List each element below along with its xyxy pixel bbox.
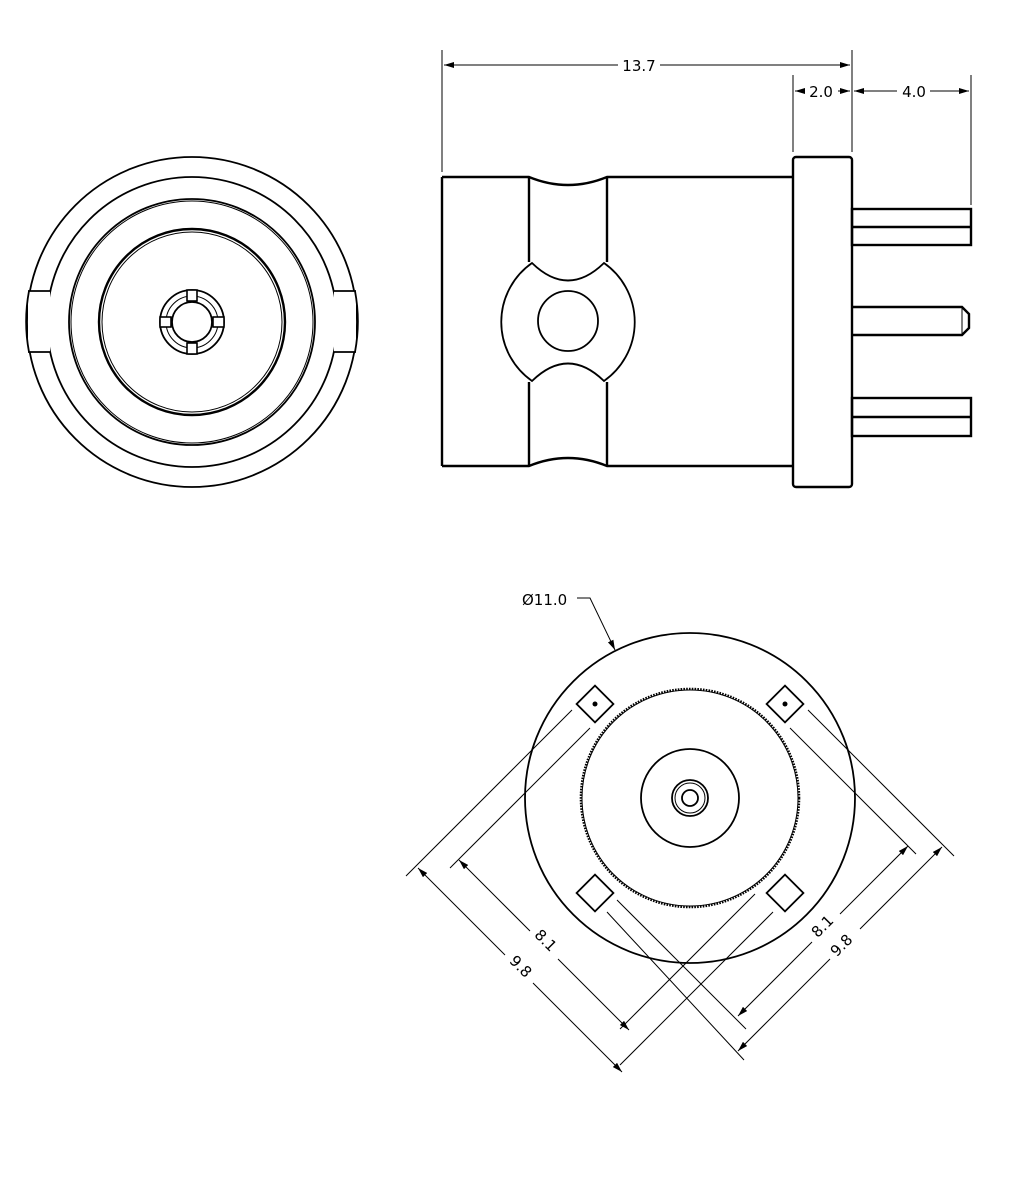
side-view: 13.7 2.0 4.0 (440, 50, 973, 489)
flange-outline (524, 632, 856, 964)
dim-diameter-label: Ø11.0 (522, 591, 567, 609)
dimension-overall-length: 13.7 (441, 50, 853, 172)
body-top-edge (442, 175, 793, 187)
pin-pad-bottom-right (765, 873, 805, 913)
front-view (25, 156, 359, 488)
dim-left-inner-label: 8.1 (531, 926, 561, 956)
flange (791, 155, 854, 489)
bottom-view: Ø11.0 8.1 9.8 (405, 591, 955, 1073)
dim-overall-length-label: 13.7 (622, 57, 655, 75)
pin-pad-top-left (575, 684, 615, 724)
pin-pad-bottom-left (575, 873, 615, 913)
dim-flange-label: 2.0 (809, 83, 833, 101)
dim-right-outer-label: 9.8 (827, 931, 857, 961)
signal-pin (852, 305, 971, 337)
bayonet-lug-left (28, 290, 50, 353)
lug-left-arc (25, 290, 30, 353)
knurled-nut (579, 687, 801, 909)
center-pin (671, 779, 709, 817)
dimension-pin-length: 4.0 (854, 75, 972, 205)
bayonet-stud (500, 261, 636, 383)
dimension-diameter: Ø11.0 (522, 591, 616, 651)
dimension-flange-thickness: 2.0 (792, 75, 850, 152)
dim-right-inner-label: 8.1 (808, 912, 838, 942)
knurled-nut-inner (581, 689, 799, 907)
insulator-circle (640, 748, 740, 848)
bayonet-stud-hole (537, 290, 599, 352)
dimension-left-set: 8.1 9.8 (405, 709, 774, 1073)
insulator-outer-circle (97, 227, 287, 417)
outer-body-circle (26, 156, 358, 488)
dim-pin-length-label: 4.0 (902, 83, 926, 101)
dim-left-outer-label: 9.8 (506, 952, 536, 982)
ground-pin-top (850, 207, 973, 247)
ground-pin-bottom (850, 396, 973, 438)
shell-outer-circle (68, 198, 316, 446)
bayonet-ring-circle (46, 176, 338, 468)
bayonet-lug-right (334, 290, 359, 353)
shell-inner-circle (70, 200, 314, 444)
dimension-right-set: 8.1 9.8 (606, 709, 955, 1061)
body-bottom-edge (442, 456, 793, 468)
center-contact (159, 289, 225, 355)
insulator-inner-circle (101, 231, 283, 413)
pin-pad-top-right (765, 684, 805, 724)
